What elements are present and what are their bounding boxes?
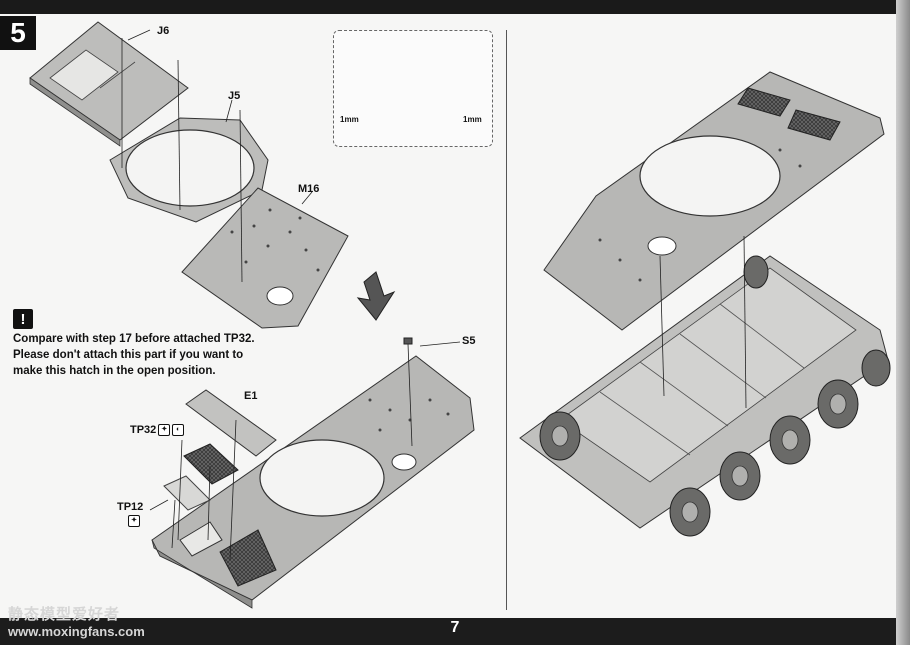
note-line-1: Compare with step 17 before attached TP3…	[13, 333, 255, 345]
guide-lines-right	[659, 235, 747, 409]
glue-icon: ✦	[158, 424, 171, 437]
page-number: 7	[450, 619, 460, 636]
detail-box	[333, 30, 493, 147]
part-j6	[29, 21, 189, 147]
note-line-2: Please don't attach this part if you wan…	[13, 349, 244, 361]
label-tp12: TP12	[117, 501, 144, 513]
top-band	[0, 0, 910, 14]
hull-top-assembled	[543, 71, 885, 331]
part-tp32	[183, 443, 239, 485]
bottom-band	[0, 618, 910, 645]
part-j5	[109, 117, 269, 223]
drill-size-right: 1mm	[463, 115, 482, 124]
drill-size-left: 1mm	[340, 115, 359, 124]
label-e1: E1	[244, 390, 258, 402]
label-j6: J6	[157, 25, 170, 37]
warning-icon: !	[13, 309, 33, 329]
label-tp32-text: TP32	[130, 424, 157, 436]
part-upper-hull	[151, 355, 475, 609]
label-tp32: TP32✦◐	[130, 424, 185, 437]
label-s5: S5	[462, 335, 476, 347]
arrow-down-icon	[356, 271, 396, 321]
guide-lines-lower	[149, 341, 461, 561]
part-s5	[403, 337, 413, 345]
glue-icon: ✦	[128, 515, 140, 528]
guide-lines	[121, 29, 313, 283]
label-j5: J5	[228, 90, 241, 102]
photo-etch-icon: ◐	[172, 424, 185, 437]
step-number: 5	[0, 16, 36, 50]
watermark-url: www.moxingfans.com	[8, 624, 145, 639]
note-text: Compare with step 17 before attached TP3…	[13, 331, 273, 379]
part-tp12	[163, 475, 211, 511]
label-tp12-icon: ✦	[126, 515, 140, 528]
watermark-title: 静态模型爱好者	[8, 606, 121, 623]
hull-lower-assembled	[519, 255, 891, 537]
label-m16: M16	[298, 183, 320, 195]
note-line-3: make this hatch in the open position.	[13, 365, 216, 377]
column-divider	[506, 30, 507, 610]
page-edge	[896, 0, 910, 645]
part-m16	[181, 187, 349, 329]
part-e1	[185, 389, 277, 457]
